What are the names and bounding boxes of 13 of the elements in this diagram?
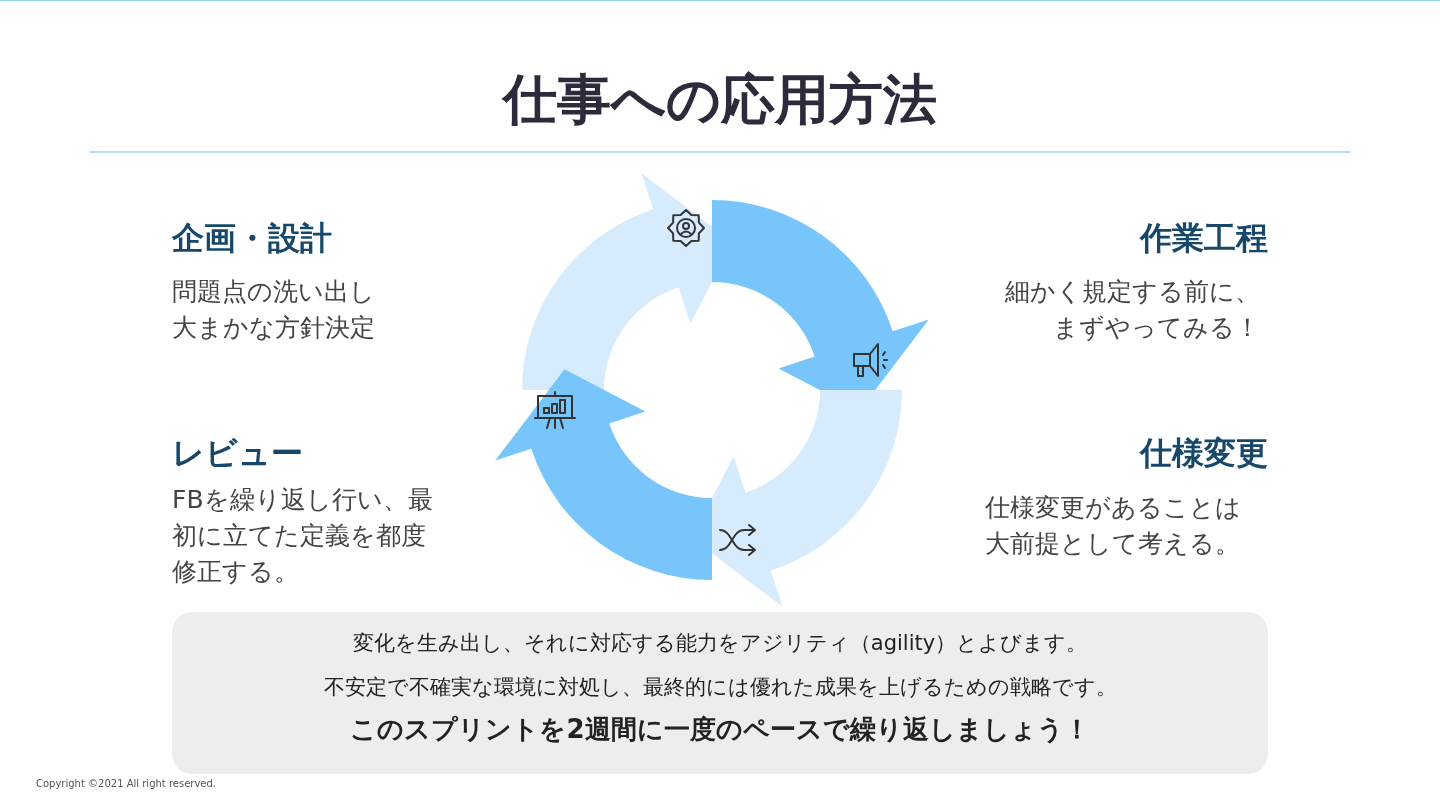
heading: 企画・設計 — [172, 218, 332, 258]
summary-text: 変化を生み出し、それに対応する能力をアジリティ（agility）とよびます。 — [351, 630, 1089, 657]
copyright-notice: Copyright ©2021 All right reserved. — [36, 778, 217, 789]
summary-text: 不安定で不確実な環境に対処し、最終的には優れた成果を上げるための戦略です。 — [322, 674, 1118, 701]
heading: 仕様変更 — [1138, 433, 1268, 473]
description-text: 細かく規定する前に、まずやってみる！ — [1004, 276, 1260, 344]
description-text: 仕様変更があることは大前提として考える。 — [985, 492, 1242, 560]
description-text: 問題点の洗い出し大まかな方針決定 — [172, 276, 376, 344]
summary-text: このスプリントを2週間に一度のペースで繰り返しましょう！ — [349, 713, 1091, 746]
heading: レビュー — [172, 433, 303, 473]
description-text: FBを繰り返し行い、最初に立てた定義を都度修正する。 — [172, 484, 434, 588]
title: 仕事への応用方法 — [500, 67, 938, 133]
heading: 作業工程 — [1138, 218, 1268, 258]
